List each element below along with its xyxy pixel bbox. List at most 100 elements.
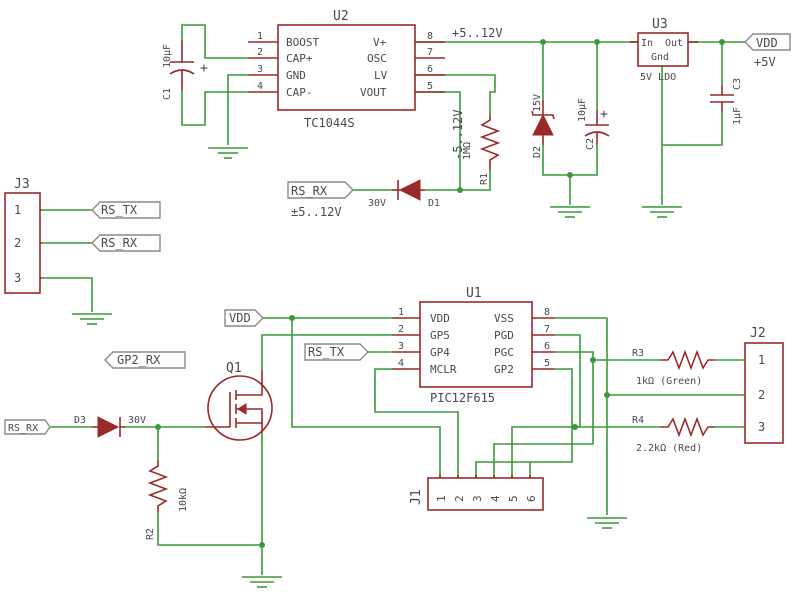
u1-chip: U1 PIC12F615 VDD GP5 GP4 MCLR VSS PGD PG…	[392, 286, 555, 405]
r2-ref: R2	[145, 528, 156, 540]
r4-value: 2.2kΩ (Red)	[636, 443, 702, 454]
c3-capacitor: C3 1µF	[710, 78, 743, 125]
r2-value: 10kΩ	[178, 488, 189, 512]
c2-ref: C2	[585, 138, 596, 150]
rs-tx-label-lower: RS_TX	[304, 343, 369, 361]
j3-pin1: 1	[14, 203, 21, 217]
r4-resistor: R4 2.2kΩ (Red)	[632, 415, 715, 454]
u1-pin2-num: 2	[398, 324, 404, 335]
u2-name: TC1044S	[304, 116, 355, 130]
u1-pin6-name: PGC	[494, 346, 514, 359]
u1-pin7-name: PGD	[494, 329, 514, 342]
u2-pin4-name: CAP-	[286, 86, 313, 99]
j2-connector: J2 1 2 3	[744, 326, 784, 444]
u2-pin5-num: 5	[427, 81, 433, 92]
u1-pin3-name: GP4	[430, 346, 450, 359]
u1-pin8-num: 8	[544, 307, 550, 318]
u2-pin4-num: 4	[257, 81, 263, 92]
q1-mosfet: Q1	[205, 361, 273, 441]
j1-pin5: 5	[507, 495, 520, 502]
c2-value: 10µF	[577, 98, 588, 122]
net-v-minus: -5..12V	[451, 109, 465, 160]
c3-value: 1µF	[732, 107, 743, 125]
rs-rx-sublabel: ±5..12V	[291, 205, 342, 219]
rs-rx-label-j3: RS_RX	[91, 234, 161, 252]
r1-resistor: 1MΩ R1	[462, 115, 501, 185]
j1-pin6: 6	[525, 495, 538, 502]
u1-pin5-name: GP2	[494, 363, 514, 376]
svg-text:RS_RX: RS_RX	[101, 236, 138, 250]
u3-ref: U3	[652, 17, 668, 32]
u3-regulator: U3 In Out Gnd 5V LDO	[630, 17, 698, 83]
c1-value: 10µF	[162, 44, 173, 68]
d1-ref: D1	[428, 198, 440, 209]
u1-pin4-name: MCLR	[430, 363, 457, 376]
j1-pin3: 3	[471, 495, 484, 502]
c2-capacitor: + 10µF C2	[577, 98, 610, 150]
ground-symbols	[72, 147, 682, 588]
svg-text:RS_RX: RS_RX	[291, 184, 328, 198]
svg-text:RS_TX: RS_TX	[308, 345, 345, 359]
r1-ref: R1	[479, 173, 490, 185]
u3-bottom: 5V LDO	[640, 72, 676, 83]
u2-pin2-name: CAP+	[286, 52, 313, 65]
svg-text:RS_RX: RS_RX	[8, 423, 38, 434]
svg-text:GP2_RX: GP2_RX	[117, 353, 161, 367]
d2-ref: D2	[532, 146, 543, 158]
u2-pin6-name: LV	[374, 69, 388, 82]
u2-ref: U2	[333, 9, 349, 24]
u2-pin8-name: V+	[373, 36, 387, 49]
u1-pin8-name: VSS	[494, 312, 514, 325]
gp2-rx-label: GP2_RX	[104, 351, 186, 369]
d2-value: 15V	[532, 94, 543, 112]
u1-pin7-num: 7	[544, 324, 550, 335]
u2-pin6-num: 6	[427, 64, 433, 75]
junctions	[155, 39, 725, 548]
q1-ref: Q1	[226, 361, 242, 376]
u2-pin7-name: OSC	[367, 52, 387, 65]
r3-value: 1kΩ (Green)	[636, 376, 702, 387]
svg-text:RS_TX: RS_TX	[101, 203, 138, 217]
j2-ref: J2	[750, 326, 766, 341]
j2-pin3: 3	[758, 420, 765, 434]
u1-pin6-num: 6	[544, 341, 550, 352]
u1-pin2-name: GP5	[430, 329, 450, 342]
c1-ref: C1	[162, 88, 173, 100]
u2-pin8-num: 8	[427, 31, 433, 42]
r4-ref: R4	[632, 415, 644, 426]
vdd-label-left: VDD	[224, 309, 264, 327]
u2-pin2-num: 2	[257, 47, 263, 58]
u2-pin3-name: GND	[286, 69, 306, 82]
c1-plus: +	[200, 61, 208, 76]
j2-pin1: 1	[758, 353, 765, 367]
rs-rx-label-lower: RS_RX	[4, 419, 51, 435]
u1-pin3-num: 3	[398, 341, 404, 352]
u2-pin1-num: 1	[257, 31, 263, 42]
svg-text:VDD: VDD	[229, 311, 251, 325]
u1-pin1-name: VDD	[430, 312, 450, 325]
d1-diode: 30V D1	[368, 179, 440, 209]
u3-gnd: Gnd	[651, 52, 669, 63]
j1-pin1: 1	[435, 495, 448, 502]
u2-pin3-num: 3	[257, 64, 263, 75]
rs-tx-label-j3: RS_TX	[91, 201, 161, 219]
c3-ref: C3	[732, 78, 743, 90]
u1-name: PIC12F615	[430, 391, 495, 405]
r3-ref: R3	[632, 348, 644, 359]
r1-value: 1MΩ	[462, 142, 473, 160]
j1-pin2: 2	[453, 495, 466, 502]
j1-pin4: 4	[489, 495, 502, 502]
j3-ref: J3	[14, 177, 30, 192]
u3-out: Out	[665, 38, 683, 49]
c2-plus: +	[600, 107, 608, 122]
u1-pin4-num: 4	[398, 358, 404, 369]
u1-pin5-num: 5	[544, 358, 550, 369]
d3-ref: D3	[74, 415, 86, 426]
net-v-plus: +5..12V	[452, 26, 503, 40]
u2-pin5-name: VOUT	[360, 86, 387, 99]
u2-pin1-name: BOOST	[286, 36, 319, 49]
u3-in: In	[641, 38, 653, 49]
j1-ref: J1	[409, 489, 424, 505]
j2-pin2: 2	[758, 388, 765, 402]
